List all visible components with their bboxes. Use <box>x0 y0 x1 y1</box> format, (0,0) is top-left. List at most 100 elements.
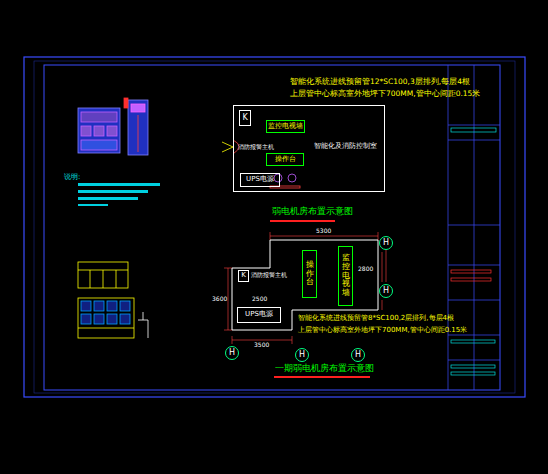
sheet-frame <box>34 61 515 393</box>
console-elevation <box>120 301 130 311</box>
console-elevation <box>107 314 117 324</box>
cabinet-box: K <box>238 270 249 282</box>
title-block <box>448 225 500 226</box>
title-block <box>448 265 500 266</box>
console-elevation <box>138 312 148 338</box>
node-text: H <box>383 287 389 296</box>
title-block <box>448 335 500 336</box>
node-text: 消防报警主机 <box>238 144 274 150</box>
title-block <box>451 340 495 343</box>
axis-bubble: H <box>351 348 365 362</box>
cabinet-elevation <box>138 115 139 152</box>
dimension-lines <box>228 268 229 330</box>
node-text: 监控电视墙 <box>268 123 303 131</box>
pipe-note: 上层管中心标高室外地坪下700MM,管中心间距0.15米 <box>298 327 467 335</box>
title-block <box>448 65 500 390</box>
drawing-title: 一期弱电机房布置示意图 <box>275 364 374 374</box>
title-block <box>451 278 491 281</box>
dimension-text: 3600 <box>212 296 227 303</box>
dimension-lines <box>224 268 232 269</box>
node-text: 消防报警主机 <box>251 272 287 278</box>
console-elevation <box>78 328 134 329</box>
cabinet-elevation <box>131 104 145 112</box>
node-text: H <box>355 351 361 360</box>
dimension-lines <box>292 336 293 344</box>
cabinet-elevation <box>128 100 148 155</box>
dimension-lines <box>386 250 387 282</box>
video-wall-box: 监控电视墙 <box>266 120 305 133</box>
title-block <box>448 300 500 301</box>
notes-lines <box>78 183 160 206</box>
dimension-text: 5300 <box>316 228 331 235</box>
dimension-lines <box>232 336 233 344</box>
console-elevation <box>81 314 91 324</box>
cabinet-elevation <box>78 108 120 153</box>
title-block <box>448 360 500 361</box>
cabinet-elevation <box>81 112 117 122</box>
room-fixtures <box>222 142 233 152</box>
dimension-text: 2500 <box>252 296 267 303</box>
room-fixtures <box>274 174 282 182</box>
title-underline <box>270 220 335 222</box>
console-elevation <box>78 298 134 338</box>
sheet-frame <box>44 65 500 390</box>
dimension-lines <box>382 300 383 310</box>
cabinet-elevation <box>78 98 148 155</box>
console-elevation <box>116 270 117 288</box>
node-text: 操作台 <box>275 156 296 164</box>
cabinet-elevation <box>94 126 104 136</box>
console-elevation <box>94 314 104 324</box>
axis-bubble: H <box>225 346 239 360</box>
notes-lines <box>78 190 148 193</box>
title-block <box>448 140 500 141</box>
cabinet-elevation <box>81 140 117 150</box>
node-text: H <box>299 351 305 360</box>
dimension-lines <box>378 232 379 240</box>
notes-lines <box>78 183 160 186</box>
ups-box: UPS电源 <box>240 173 280 187</box>
notes-heading: 说明: <box>64 174 80 182</box>
ups-box: UPS电源 <box>237 307 281 323</box>
console-box: 操作台 <box>266 153 304 166</box>
room-fixtures <box>288 174 296 182</box>
console-elevation <box>81 301 91 311</box>
sheet-frame <box>24 57 525 397</box>
video-wall-box: 监控电视墙 <box>338 246 353 306</box>
axis-bubble: H <box>379 284 393 298</box>
node-text: K <box>242 114 247 123</box>
pipe-note: 智能化系统进线预留管8*SC100,2层排列,每层4根 <box>298 315 454 323</box>
title-block <box>474 65 475 390</box>
node-text: H <box>383 239 389 248</box>
dimension-lines <box>270 232 271 240</box>
node-text: 监控电视墙 <box>342 254 350 298</box>
node-text: H <box>229 349 235 358</box>
title-block <box>448 65 449 390</box>
pipe-note: 智能化系统进线预留管12*SC100,3层排列,每层4根 <box>290 78 470 86</box>
console-elevation <box>94 301 104 311</box>
title-block <box>451 372 495 375</box>
title-underline <box>274 376 370 378</box>
console-elevation <box>107 301 117 311</box>
title-block <box>451 270 491 273</box>
node-text: K <box>241 272 246 280</box>
notes-lines <box>78 197 138 200</box>
sheet-frame <box>24 57 525 397</box>
console-elevation <box>78 262 148 338</box>
cabinet-box: K <box>239 110 251 126</box>
dimension-lines <box>232 340 292 341</box>
console-elevation <box>90 270 91 288</box>
node-text: UPS电源 <box>246 176 274 184</box>
title-block <box>451 128 496 132</box>
title-underline <box>270 221 370 377</box>
notes-lines <box>78 204 108 206</box>
title-block <box>451 365 495 368</box>
axis-bubble: H <box>295 348 309 362</box>
node-text: 操作台 <box>306 261 314 287</box>
title-block <box>448 125 500 126</box>
dimension-lines <box>382 252 383 282</box>
cabinet-elevation <box>124 98 128 108</box>
axis-bubble: H <box>379 236 393 250</box>
cabinet-elevation <box>81 126 91 136</box>
